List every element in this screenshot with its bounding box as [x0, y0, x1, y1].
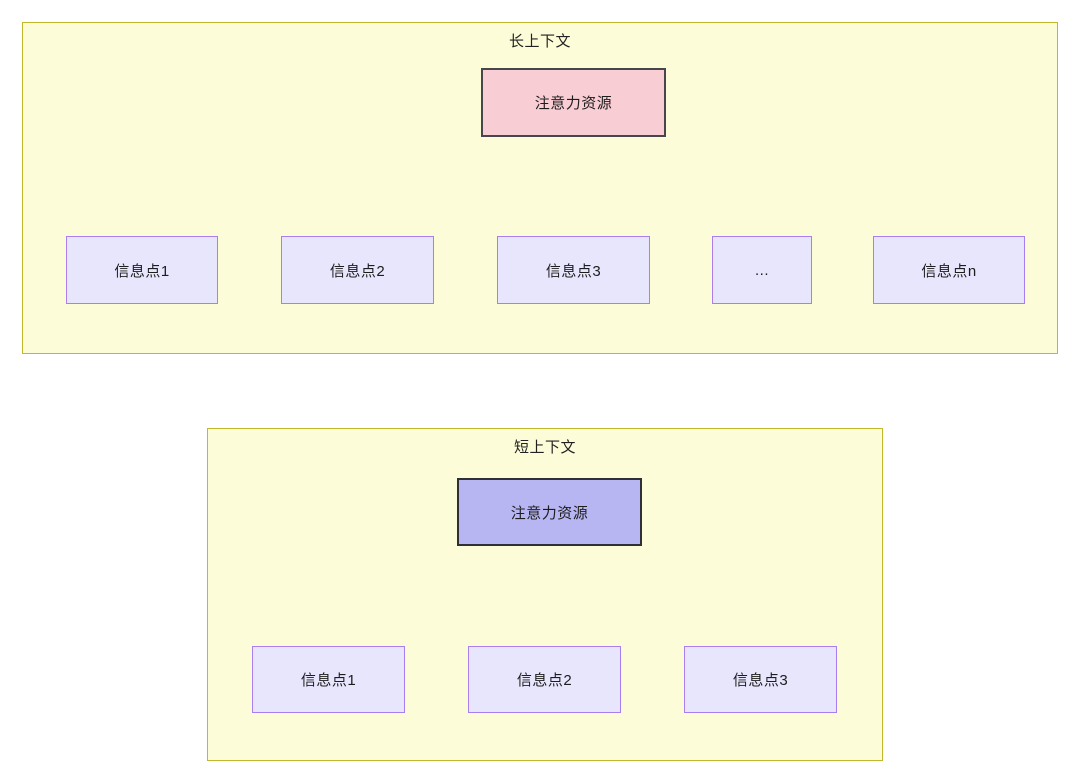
- node-info-point-2-long[interactable]: 信息点2: [281, 236, 434, 304]
- group-title-long-context: 长上下文: [508, 33, 571, 50]
- node-info-point-1-long[interactable]: 信息点1: [66, 236, 218, 304]
- node-info-point-3-long[interactable]: 信息点3: [497, 236, 650, 304]
- node-info-point-ellipsis-long[interactable]: ...: [712, 236, 812, 304]
- node-attention-resource-short[interactable]: 注意力资源: [457, 478, 642, 546]
- node-attention-resource-long[interactable]: 注意力资源: [481, 68, 666, 137]
- node-info-point-1-short[interactable]: 信息点1: [252, 646, 405, 713]
- node-info-point-n-long[interactable]: 信息点n: [873, 236, 1025, 304]
- node-info-point-2-short[interactable]: 信息点2: [468, 646, 621, 713]
- group-title-short-context: 短上下文: [513, 439, 576, 456]
- node-info-point-3-short[interactable]: 信息点3: [684, 646, 837, 713]
